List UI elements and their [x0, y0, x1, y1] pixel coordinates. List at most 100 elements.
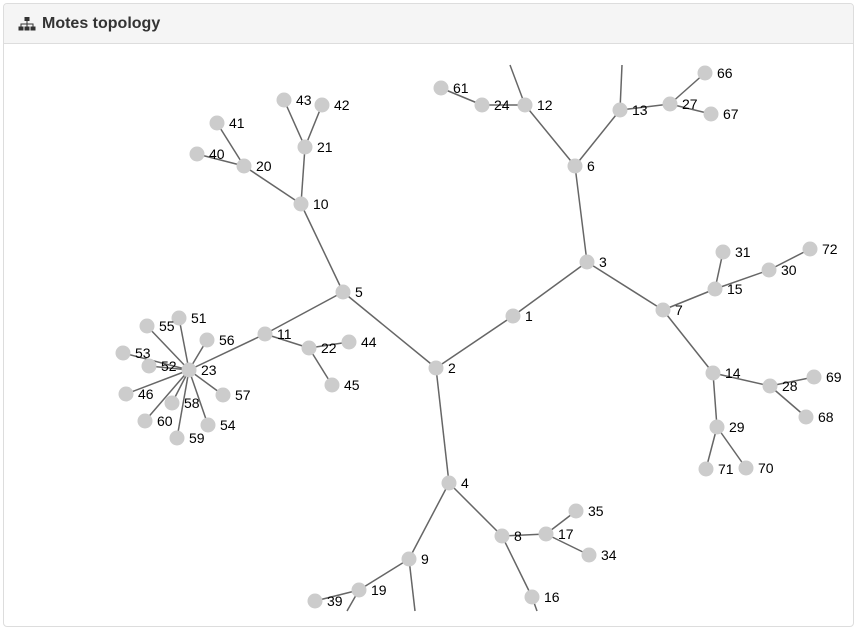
mote-circle[interactable]: [662, 96, 678, 112]
mote-node-57[interactable]: 57: [215, 387, 251, 403]
mote-node-70[interactable]: 70: [738, 460, 774, 476]
mote-circle[interactable]: [307, 593, 323, 609]
mote-circle[interactable]: [698, 461, 714, 477]
mote-node-3[interactable]: 3: [579, 254, 608, 270]
mote-circle[interactable]: [335, 284, 351, 300]
mote-node-44[interactable]: 44: [341, 334, 377, 350]
mote-circle[interactable]: [169, 430, 185, 446]
mote-node-67[interactable]: 67: [703, 106, 739, 122]
mote-node-54[interactable]: 54: [200, 417, 236, 433]
mote-node-7[interactable]: 7: [655, 302, 684, 318]
mote-circle[interactable]: [655, 302, 671, 318]
mote-node-24[interactable]: 24: [474, 97, 510, 113]
mote-node-72[interactable]: 72: [802, 241, 838, 257]
mote-node-42[interactable]: 42: [314, 97, 350, 113]
mote-circle[interactable]: [517, 97, 533, 113]
mote-circle[interactable]: [293, 196, 309, 212]
mote-node-16[interactable]: 16: [524, 589, 560, 605]
mote-circle[interactable]: [612, 102, 628, 118]
mote-node-58[interactable]: 58: [164, 395, 200, 411]
mote-node-20[interactable]: 20: [236, 158, 272, 174]
mote-circle[interactable]: [738, 460, 754, 476]
mote-circle[interactable]: [703, 106, 719, 122]
mote-node-69[interactable]: 69: [806, 369, 842, 385]
mote-circle[interactable]: [494, 528, 510, 544]
mote-circle[interactable]: [276, 92, 292, 108]
mote-circle[interactable]: [568, 503, 584, 519]
mote-circle[interactable]: [806, 369, 822, 385]
mote-node-17[interactable]: 17: [538, 526, 574, 542]
mote-circle[interactable]: [524, 589, 540, 605]
mote-node-29[interactable]: 29: [709, 419, 745, 435]
mote-node-51[interactable]: 51: [171, 310, 207, 326]
mote-circle[interactable]: [474, 97, 490, 113]
mote-node-66[interactable]: 66: [697, 65, 733, 81]
mote-circle[interactable]: [707, 281, 723, 297]
mote-circle[interactable]: [137, 413, 153, 429]
mote-node-12[interactable]: 12: [517, 97, 553, 113]
mote-node-30[interactable]: 30: [761, 262, 797, 278]
mote-circle[interactable]: [715, 244, 731, 260]
mote-circle[interactable]: [118, 386, 134, 402]
mote-node-41[interactable]: 41: [209, 115, 245, 131]
mote-circle[interactable]: [324, 377, 340, 393]
mote-node-14[interactable]: 14: [705, 365, 741, 381]
mote-node-71[interactable]: 71: [698, 461, 734, 477]
mote-node-10[interactable]: 10: [293, 196, 329, 212]
mote-node-46[interactable]: 46: [118, 386, 154, 402]
mote-circle[interactable]: [761, 262, 777, 278]
mote-node-56[interactable]: 56: [199, 332, 235, 348]
mote-circle[interactable]: [236, 158, 252, 174]
mote-circle[interactable]: [200, 417, 216, 433]
mote-node-13[interactable]: 13: [612, 102, 648, 118]
mote-circle[interactable]: [567, 158, 583, 174]
mote-circle[interactable]: [164, 395, 180, 411]
mote-node-61[interactable]: 61: [433, 80, 469, 96]
mote-circle[interactable]: [314, 97, 330, 113]
mote-node-9[interactable]: 9: [401, 551, 430, 567]
mote-node-23[interactable]: 23: [181, 362, 217, 378]
mote-circle[interactable]: [433, 80, 449, 96]
mote-node-27[interactable]: 27: [662, 96, 698, 112]
mote-node-28[interactable]: 28: [762, 378, 798, 394]
mote-node-39[interactable]: 39: [307, 593, 343, 609]
mote-node-52[interactable]: 52: [141, 358, 177, 374]
mote-node-60[interactable]: 60: [137, 413, 173, 429]
mote-node-22[interactable]: 22: [301, 340, 337, 356]
mote-circle[interactable]: [581, 547, 597, 563]
mote-circle[interactable]: [301, 340, 317, 356]
mote-node-2[interactable]: 2: [428, 360, 457, 376]
mote-node-4[interactable]: 4: [441, 475, 470, 491]
mote-node-45[interactable]: 45: [324, 377, 360, 393]
mote-node-40[interactable]: 40: [189, 146, 225, 162]
mote-node-59[interactable]: 59: [169, 430, 205, 446]
mote-node-68[interactable]: 68: [798, 409, 834, 425]
mote-circle[interactable]: [341, 334, 357, 350]
mote-circle[interactable]: [428, 360, 444, 376]
mote-node-34[interactable]: 34: [581, 547, 617, 563]
mote-circle[interactable]: [802, 241, 818, 257]
mote-node-1[interactable]: 1: [505, 308, 534, 324]
mote-node-6[interactable]: 6: [567, 158, 596, 174]
mote-circle[interactable]: [209, 115, 225, 131]
mote-circle[interactable]: [697, 65, 713, 81]
mote-circle[interactable]: [505, 308, 521, 324]
mote-circle[interactable]: [297, 139, 313, 155]
mote-circle[interactable]: [215, 387, 231, 403]
mote-node-15[interactable]: 15: [707, 281, 743, 297]
mote-circle[interactable]: [171, 310, 187, 326]
mote-node-5[interactable]: 5: [335, 284, 364, 300]
mote-circle[interactable]: [199, 332, 215, 348]
mote-circle[interactable]: [798, 409, 814, 425]
mote-node-11[interactable]: 11: [257, 326, 292, 342]
mote-circle[interactable]: [189, 146, 205, 162]
mote-node-19[interactable]: 19: [351, 582, 387, 598]
mote-circle[interactable]: [705, 365, 721, 381]
mote-circle[interactable]: [351, 582, 367, 598]
mote-node-8[interactable]: 8: [494, 528, 523, 544]
mote-circle[interactable]: [441, 475, 457, 491]
mote-circle[interactable]: [141, 358, 157, 374]
mote-node-43[interactable]: 43: [276, 92, 312, 108]
mote-node-35[interactable]: 35: [568, 503, 604, 519]
mote-node-31[interactable]: 31: [715, 244, 751, 260]
